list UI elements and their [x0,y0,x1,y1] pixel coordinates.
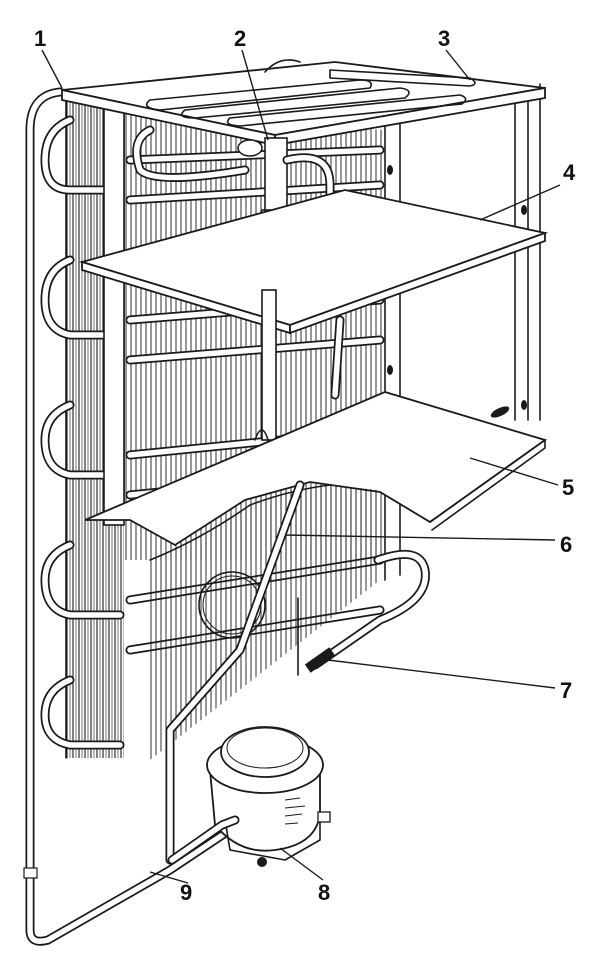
callout-labels: 1 2 3 4 5 6 7 8 9 [34,26,576,905]
left-frame [103,104,125,526]
callout-8: 8 [318,880,330,905]
callout-9: 9 [180,880,192,905]
callout-1: 1 [34,26,46,51]
filter-drier-line [297,549,430,676]
discharge-tube [23,87,235,946]
callout-7: 7 [560,678,572,703]
callout-5: 5 [562,475,574,500]
callout-6: 6 [560,532,572,557]
callout-4: 4 [563,160,576,185]
compressor [167,726,331,867]
middle-post [254,289,345,451]
top-evaporator-plate [61,59,546,147]
callout-2: 2 [234,26,246,51]
condenser-coil [40,115,125,750]
callout-3: 3 [438,26,450,51]
capillary-coil [165,480,305,865]
right-frame [384,83,541,581]
leader-lines [41,49,561,884]
upper-shelf [78,189,549,335]
